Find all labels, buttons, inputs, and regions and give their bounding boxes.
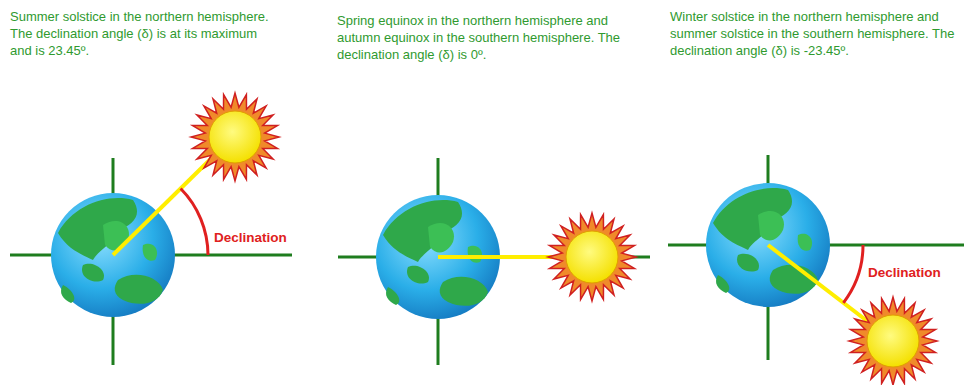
sun-disk	[566, 231, 618, 283]
sun-rays	[191, 93, 279, 181]
angle-label: Declination	[213, 230, 288, 245]
sun-disk	[867, 315, 919, 367]
sun-rays	[849, 297, 937, 385]
caption: Spring equinox in the northern hemispher…	[337, 12, 649, 63]
sun-disk	[209, 111, 261, 163]
caption: Winter solstice in the northern hemisphe…	[670, 8, 968, 59]
angle-label: Declination	[867, 265, 942, 280]
sun-rays	[548, 213, 636, 301]
caption: Summer solstice in the northern hemisphe…	[10, 8, 278, 59]
